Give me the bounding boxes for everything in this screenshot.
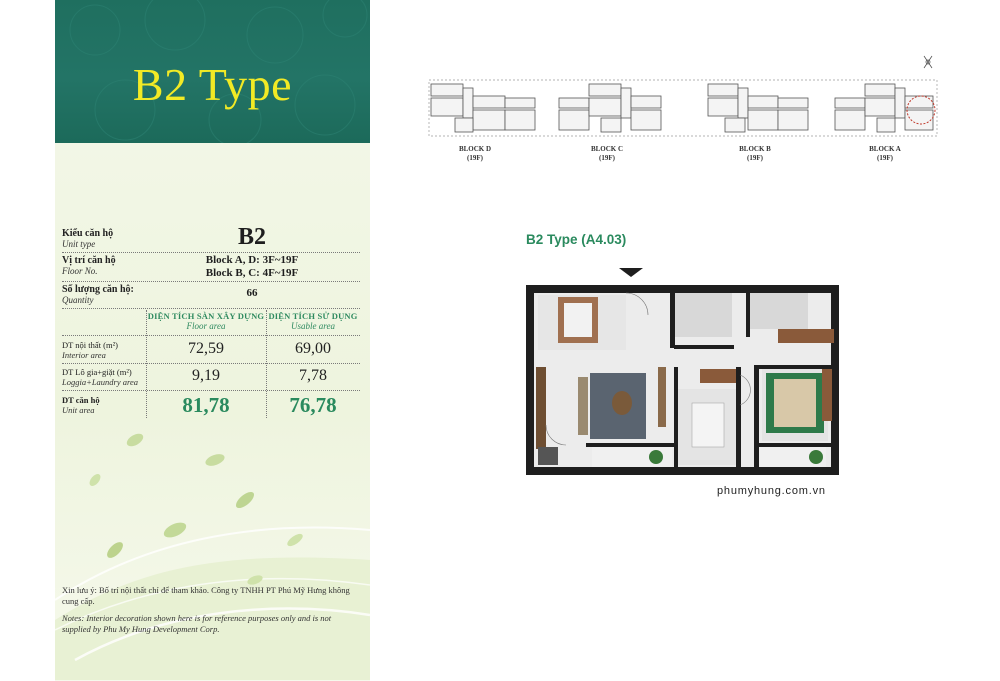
divider — [62, 335, 360, 336]
divider — [62, 281, 360, 282]
divider — [62, 390, 360, 391]
key-plan: BLOCK D(19F) BLOCK C(19F) BLOCK B(19F) B… — [425, 54, 955, 174]
title-banner: B2 Type — [55, 0, 370, 143]
block-a-label: BLOCK A(19F) — [869, 145, 901, 162]
loggia-floor-area: 9,19 — [192, 367, 220, 384]
unit-area-row: DT căn hộ Unit area 81,78 76,78 — [62, 393, 360, 417]
interior-usable-area: 69,00 — [295, 340, 331, 357]
usable-area-header-en: Usable area — [291, 321, 335, 331]
divider — [62, 363, 360, 364]
floor-area-header-en: Floor area — [186, 321, 226, 331]
quantity-value: 66 — [246, 287, 258, 299]
block-a-plan — [834, 83, 934, 133]
block-d-plan — [430, 83, 536, 133]
unit-type-value: B2 — [237, 224, 266, 250]
floor-label-en: Floor No. — [62, 266, 98, 276]
block-b-label: BLOCK B(19F) — [739, 145, 771, 162]
leaf-decoration — [55, 433, 370, 680]
divider — [62, 308, 360, 309]
floor-plan-title: B2 Type (A4.03) — [526, 232, 627, 247]
floor-plan-drawing — [526, 285, 839, 475]
unit-type-label: Kiểu căn hộ — [62, 228, 114, 239]
unit-type-label-en: Unit type — [62, 239, 96, 249]
loggia-usable-area: 7,78 — [299, 367, 327, 384]
usable-area-header: DIỆN TÍCH SỬ DỤNG Usable area — [266, 311, 360, 331]
unit-floor-area: 81,78 — [182, 393, 230, 417]
floor-row: Vị trí căn hộ Floor No. Block A, D: 3F~1… — [62, 254, 360, 279]
column-divider — [146, 310, 147, 418]
key-plan-drawing — [428, 55, 938, 137]
unit-type-row: Kiểu căn hộ Unit type B2 — [62, 224, 360, 250]
interior-area-label: DT nội thất (m²) — [62, 340, 118, 350]
unit-usable-area: 76,78 — [289, 393, 337, 417]
floor-area-header-vi: DIỆN TÍCH SÀN XÂY DỰNG — [147, 311, 265, 321]
interior-floor-area: 72,59 — [188, 340, 224, 357]
page-title: B2 Type — [132, 59, 293, 110]
quantity-label: Số lượng căn hộ: — [62, 284, 134, 295]
quantity-row: Số lượng căn hộ: Quantity 66 — [62, 284, 360, 305]
disclaimer-en: Notes: Interior decoration shown here is… — [62, 613, 332, 634]
floor-value-1: Block A, D: 3F~19F — [205, 254, 299, 266]
floor-value-2: Block B, C: 4F~19F — [205, 267, 299, 279]
quantity-label-en: Quantity — [62, 295, 94, 305]
column-divider — [266, 310, 267, 418]
interior-area-row: DT nội thất (m²) Interior area 72,59 69,… — [62, 340, 360, 360]
north-arrow-icon — [923, 55, 933, 69]
loggia-area-label: DT Lô gia+giặt (m²) — [62, 367, 132, 377]
website-link[interactable]: phumyhung.com.vn — [717, 485, 826, 497]
unit-area-label: DT căn hộ — [62, 395, 100, 405]
usable-area-header-vi: DIỆN TÍCH SỬ DỤNG — [268, 311, 358, 321]
entrance-arrow-icon — [619, 268, 643, 277]
floor-label: Vị trí căn hộ — [62, 255, 116, 266]
unit-highlight-marker — [906, 95, 936, 125]
divider — [62, 252, 360, 253]
floor-area-header: DIỆN TÍCH SÀN XÂY DỰNG Floor area — [146, 311, 266, 331]
block-c-plan — [558, 83, 662, 133]
disclaimer: Xin lưu ý: Bố trí nội thất chỉ để tham k… — [62, 585, 362, 635]
banner-pattern — [69, 0, 368, 143]
unit-area-label-en: Unit area — [62, 405, 95, 415]
block-d-label: BLOCK D(19F) — [458, 145, 492, 162]
disclaimer-vi: Xin lưu ý: Bố trí nội thất chỉ để tham k… — [62, 585, 350, 606]
interior-area-label-en: Interior area — [62, 350, 106, 360]
loggia-area-row: DT Lô gia+giặt (m²) Loggia+Laundry area … — [62, 367, 360, 387]
block-b-plan — [707, 83, 809, 133]
loggia-area-label-en: Loggia+Laundry area — [62, 377, 139, 387]
block-c-label: BLOCK C(19F) — [590, 145, 624, 162]
